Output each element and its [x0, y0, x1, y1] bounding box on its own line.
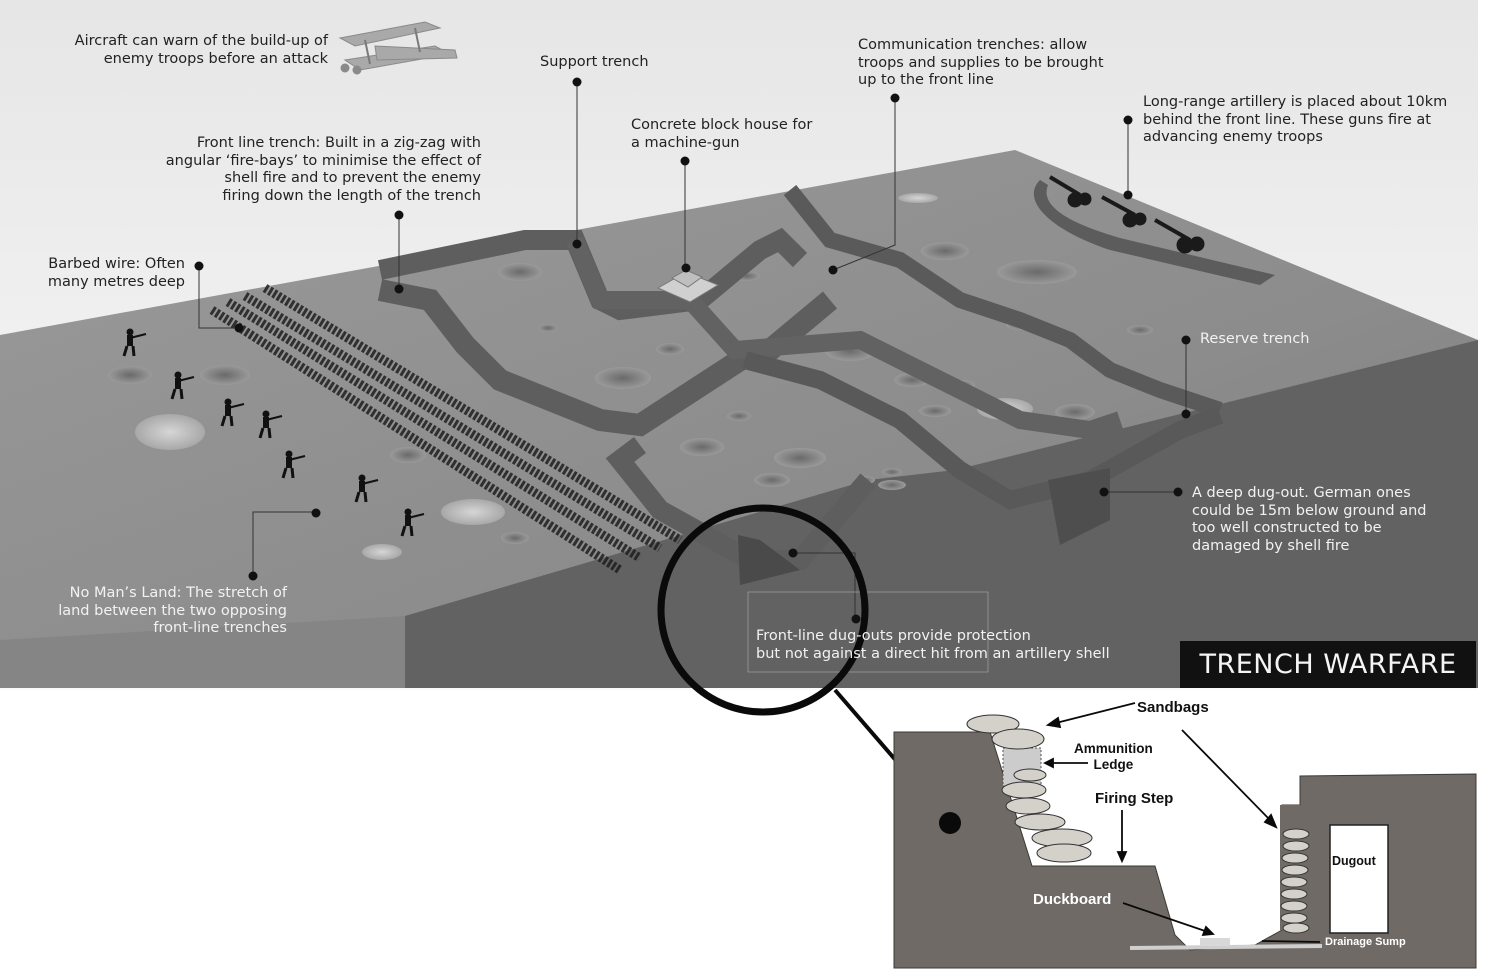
- cs-label-firing-step: Firing Step: [1095, 790, 1174, 807]
- magnifier-ring: [657, 504, 869, 716]
- leader-lines: [198, 82, 1187, 618]
- soldiers: [122, 328, 425, 537]
- leader-dots: [194, 77, 1191, 624]
- biplane-icon: [338, 21, 458, 75]
- artillery-guns: [1048, 175, 1205, 254]
- deep-dugout: [1048, 468, 1110, 545]
- blockhouse: [656, 269, 720, 303]
- label-reserve-trench: Reserve trench: [1200, 331, 1310, 347]
- support-trench: [566, 236, 1123, 440]
- artillery-emplacement: [1033, 180, 1275, 285]
- label-front-line-trench: Front line trench: Built in a zig-zag wi…: [165, 135, 481, 204]
- cs-label-drainage-sump: Drainage Sump: [1325, 936, 1406, 948]
- no-mans-land-edge: [0, 616, 405, 688]
- sandbags-right: [1280, 828, 1310, 934]
- reserve-trench: [742, 351, 1224, 510]
- front-dugout-callout-box: [747, 591, 989, 673]
- communication-trench: [783, 185, 1223, 418]
- trench-cross-section: [893, 702, 1477, 969]
- cs-label-duckboard: Duckboard: [1033, 891, 1112, 908]
- label-artillery: Long-range artillery is placed about 10k…: [1143, 94, 1448, 145]
- page-title: TRENCH WARFARE: [1180, 641, 1476, 688]
- cs-label-dugout: Dugout: [1332, 854, 1376, 868]
- barbed-wire: [209, 284, 683, 574]
- label-support-trench: Support trench: [540, 54, 649, 70]
- sandbags-left: [966, 714, 1093, 863]
- cs-label-sandbags: Sandbags: [1137, 699, 1209, 716]
- front-dugout: [738, 535, 800, 585]
